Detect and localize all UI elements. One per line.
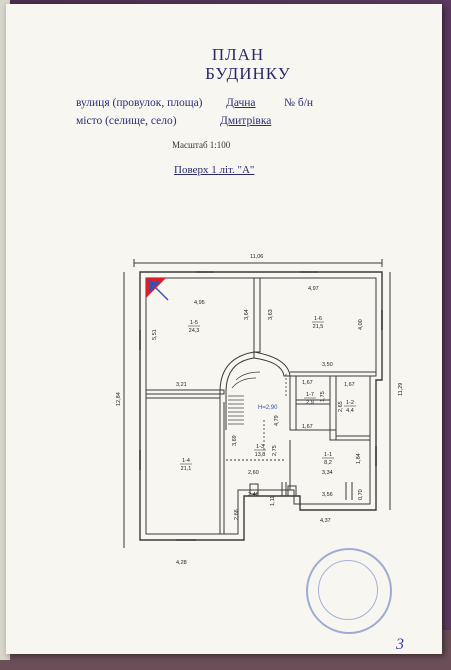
folder-edge [0,0,10,660]
dim-497: 4,97 [308,286,319,292]
svg-text:8,2: 8,2 [324,460,332,466]
room-1-1: 1-1 8,2 [322,452,334,466]
room-1-4: 1-4 21,1 [180,458,192,472]
dim-175: 1,75 [320,391,326,402]
dim-266: 2,66 [234,509,240,520]
stair-wall-right [253,351,291,377]
wall-1-5-1-6 [253,278,261,353]
scale-label: Масштаб 1:100 [172,140,231,150]
wall-1-7 [289,376,297,431]
dim-321: 3,21 [176,382,187,388]
dim-184: 1,84 [356,453,362,464]
dim-275: 2,75 [272,445,278,456]
svg-text:1-3: 1-3 [256,444,264,450]
inner-wall [145,277,377,535]
room-1-4-walls [146,397,221,534]
porch-post-left [249,483,259,495]
floor-title: Поверх 1 літ. "А" [174,164,255,176]
dim-240: 2,40 [248,492,259,498]
dim-265: 2,65 [338,401,344,412]
dim-356: 3,56 [322,492,333,498]
dim-111: 1,11 [270,496,276,506]
dim-363: 3,63 [268,309,274,320]
dim-167b: 1,67 [344,382,355,388]
dim-top: 11,06 [250,254,263,260]
wall-1-6-bottom [290,371,377,377]
dim-350: 3,50 [322,362,333,368]
city-value: Дмитрівка [220,115,272,127]
dim-369: 3,69 [232,435,238,446]
dim-right: 11,29 [398,383,404,396]
dim-479: 4,79 [274,415,280,426]
dim-167a: 1,67 [302,380,313,386]
room-1-7: 1-7 2,9 [304,392,316,406]
svg-text:1-4: 1-4 [182,458,190,464]
dim-364: 3,64 [244,309,250,320]
room-1-2: 1-2 4,4 [344,400,356,414]
orientation-marker [146,278,169,301]
dim-left: 12,84 [116,392,122,406]
wall-1-2 [329,376,337,441]
dim-bottom-right: 4,37 [320,518,331,524]
dim-400: 4,00 [358,319,364,330]
svg-text:4,4: 4,4 [346,408,354,414]
dim-167c: 1,67 [302,424,313,430]
official-stamp-inner [318,560,378,620]
document-title-line2: БУДИНКУ [205,64,291,83]
dim-334: 3,34 [322,470,333,476]
svg-text:1-2: 1-2 [346,400,354,406]
dim-bottom-left: 4,28 [176,560,187,566]
house-number: № б/н [284,97,314,109]
porch-posts [281,482,287,496]
svg-text:1-5: 1-5 [190,320,198,326]
dim-070: 0,70 [358,489,364,500]
street-value: Дачна [226,97,256,109]
svg-text:21,5: 21,5 [313,324,324,330]
document-page [6,4,442,654]
porch-post-right [287,485,297,497]
dim-260: 2,60 [248,470,259,476]
svg-text:1-7: 1-7 [306,392,314,398]
dim-551: 5,51 [152,329,158,340]
wall-1-5-bottom [146,389,225,395]
svg-text:24,3: 24,3 [189,328,200,334]
city-label: місто (селище, село) [76,115,177,127]
room-1-3: 1-3 13,8 [254,444,266,458]
svg-text:1-1: 1-1 [324,452,332,458]
document-title-line1: ПЛАН [211,45,265,64]
stair-wall [219,351,255,430]
wall-1-3-1-1 [289,440,294,491]
svg-text:21,1: 21,1 [181,466,192,472]
room-1-6: 1-6 21,5 [312,316,324,330]
svg-text:2,9: 2,9 [306,400,314,406]
svg-text:1-6: 1-6 [314,316,322,322]
official-stamp [306,548,392,634]
street-label: вулиця (провулок, площа) [76,97,203,109]
svg-text:13,8: 13,8 [255,452,266,458]
dim-495: 4,95 [194,300,205,306]
room-1-5: 1-5 24,3 [188,320,200,334]
ceiling-height: H=2,90 [258,405,278,411]
page-number: 3 [396,636,404,653]
